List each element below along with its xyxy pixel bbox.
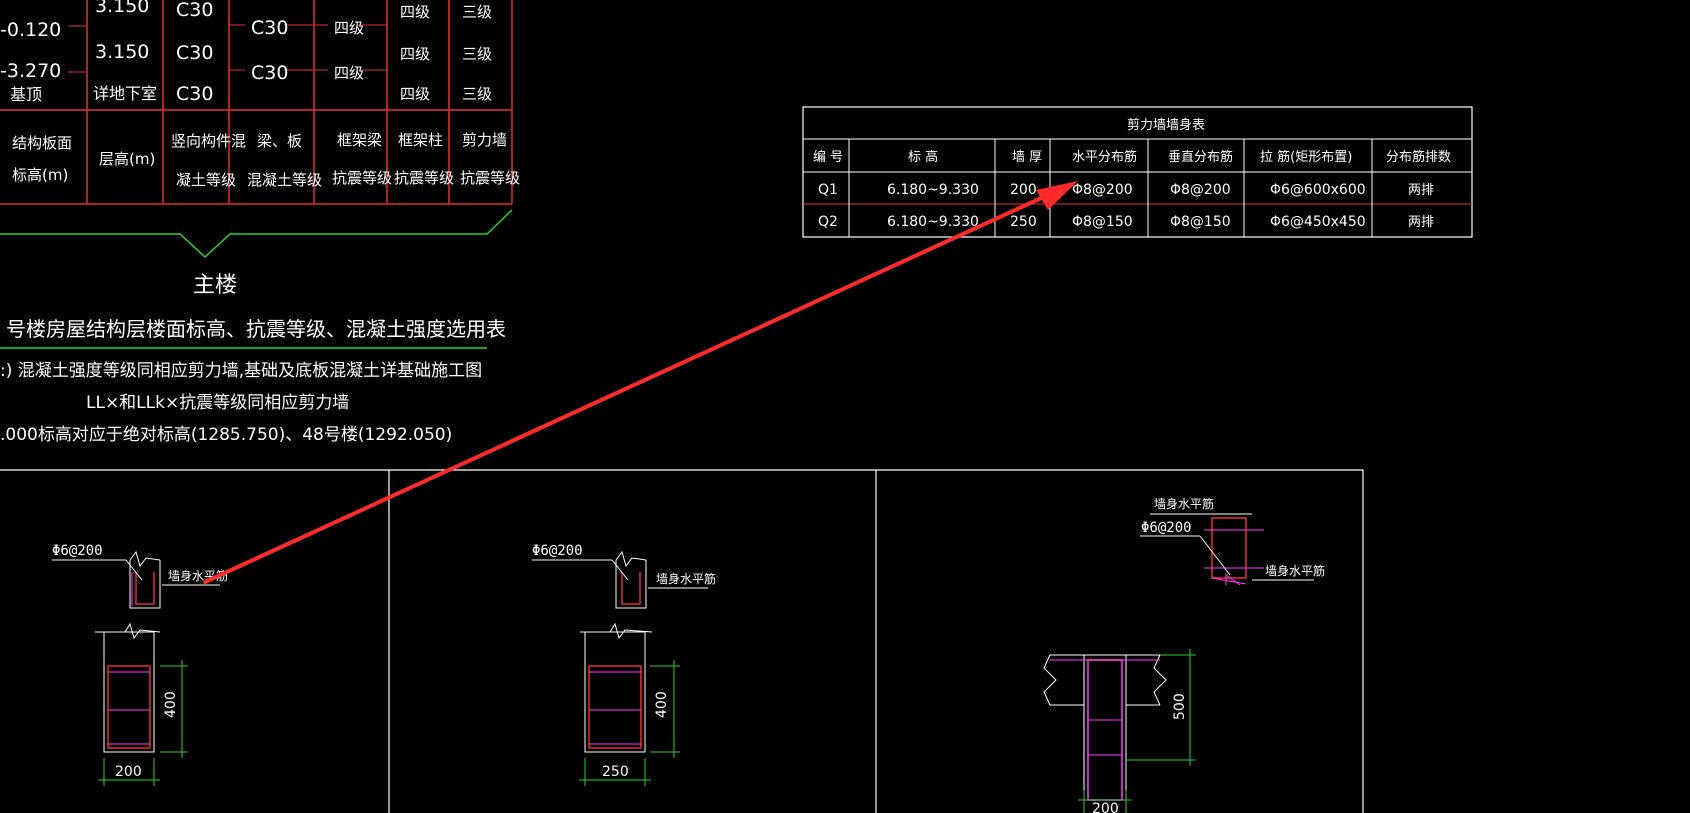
building-label: 主楼 bbox=[193, 273, 237, 298]
wall-q2-thick: 250 bbox=[1010, 214, 1037, 230]
row2-height: 3.150 bbox=[95, 41, 149, 63]
hdr-framecol-2: 抗震等级 bbox=[394, 169, 454, 187]
wall-q1-tie: Φ6@600x600 bbox=[1270, 182, 1366, 198]
hdr-elev-2: 标高(m) bbox=[12, 166, 68, 184]
detail2-label: 墙身水平筋 bbox=[656, 571, 716, 586]
detail3-rebar: Φ6@200 bbox=[1141, 520, 1192, 536]
wall-hdr-horiz: 水平分布筋 bbox=[1072, 149, 1137, 165]
row2-frame-beam: 四级 bbox=[334, 64, 364, 82]
wall-q1-id: Q1 bbox=[818, 182, 838, 198]
hdr-framebeam-1: 框架梁 bbox=[337, 131, 382, 149]
row1-frame-beam: 四级 bbox=[334, 19, 364, 37]
row1-col-grade: C30 bbox=[176, 0, 213, 21]
detail3-height: 500 bbox=[1172, 693, 1188, 720]
detail2-width: 250 bbox=[602, 764, 629, 780]
wall-hdr-thick: 墙 厚 bbox=[1012, 150, 1042, 165]
hdr-height: 层高(m) bbox=[99, 150, 155, 168]
wall-q2-layers: 两排 bbox=[1408, 215, 1434, 230]
wall-hdr-layers: 分布筋排数 bbox=[1386, 149, 1451, 165]
wall-hdr-id: 编 号 bbox=[813, 150, 843, 165]
detail1-width: 200 bbox=[115, 764, 142, 780]
wall-q1-elev: 6.180~9.330 bbox=[887, 182, 979, 198]
row2-shear-wall: 三级 bbox=[462, 45, 492, 63]
note-2: LL×和LLk×抗震等级同相应剪力墙 bbox=[86, 393, 349, 413]
row1-beam-grade: C30 bbox=[251, 17, 288, 39]
floor-table: -0.120 -3.270 基顶 3.150 3.150 详地下室 C30 C3… bbox=[0, 0, 520, 259]
hdr-colgrade-1: 竖向构件混 bbox=[171, 132, 246, 150]
row3-elev-sub: 基顶 bbox=[10, 85, 42, 104]
wall-q1-thick: 200 bbox=[1010, 182, 1037, 198]
row1-height: 3.150 bbox=[95, 0, 149, 17]
wall-q2-tie: Φ6@450x450 bbox=[1270, 214, 1366, 230]
wall-q2-elev: 6.180~9.330 bbox=[887, 214, 979, 230]
row3-frame-col: 四级 bbox=[400, 85, 430, 103]
detail2-height: 400 bbox=[654, 691, 670, 718]
row2-col-grade: C30 bbox=[176, 42, 213, 64]
detail-1: Φ6@200 墙身水平筋 400 200 bbox=[52, 543, 228, 786]
table-title: 号楼房屋结构层楼面标高、抗震等级、混凝土强度选用表 bbox=[6, 317, 506, 341]
wall-q2-id: Q2 bbox=[818, 214, 838, 230]
hdr-shearwall-2: 抗震等级 bbox=[460, 169, 520, 187]
row1-frame-col: 四级 bbox=[400, 3, 430, 21]
note-3: .000标高对应于绝对标高(1285.750)、48号楼(1292.050) bbox=[0, 425, 452, 445]
wall-hdr-tie: 拉 筋(矩形布置) bbox=[1260, 149, 1352, 165]
row3-elev: -3.270 bbox=[0, 60, 61, 82]
detail3-width: 200 bbox=[1092, 801, 1119, 813]
hdr-beam-2: 混凝土等级 bbox=[247, 171, 322, 189]
row2-frame-col: 四级 bbox=[400, 45, 430, 63]
detail-3: 墙身水平筋 Φ6@200 墙身水平筋 500 200 bbox=[1043, 496, 1325, 813]
detail2-rebar: Φ6@200 bbox=[532, 543, 583, 559]
wall-table-title: 剪力墙墙身表 bbox=[1127, 117, 1205, 133]
row3-beam-grade: C30 bbox=[251, 62, 288, 84]
detail3-label: 墙身水平筋 bbox=[1265, 563, 1325, 578]
hdr-colgrade-2: 凝土等级 bbox=[176, 171, 236, 189]
row1-shear-wall: 三级 bbox=[462, 3, 492, 21]
note-1: :) 混凝土强度等级同相应剪力墙,基础及底板混凝土详基础施工图 bbox=[0, 361, 482, 381]
hdr-beam-1: 梁、板 bbox=[257, 132, 302, 150]
wall-q2-horiz: Φ8@150 bbox=[1072, 214, 1133, 230]
hdr-shearwall-1: 剪力墙 bbox=[462, 131, 507, 149]
row3-height: 详地下室 bbox=[93, 84, 157, 103]
detail3-label-top: 墙身水平筋 bbox=[1154, 496, 1214, 511]
hdr-framebeam-2: 抗震等级 bbox=[332, 169, 392, 187]
wall-hdr-vert: 垂直分布筋 bbox=[1168, 149, 1233, 165]
wall-q1-layers: 两排 bbox=[1408, 183, 1434, 198]
wall-table: 剪力墙墙身表 编 号 标 高 墙 厚 水平分布筋 垂直分布筋 拉 筋(矩形布置)… bbox=[802, 106, 1473, 238]
detail-2: Φ6@200 墙身水平筋 400 250 bbox=[532, 543, 716, 786]
row3-shear-wall: 三级 bbox=[462, 85, 492, 103]
hdr-elev-1: 结构板面 bbox=[12, 134, 72, 152]
detail1-height: 400 bbox=[163, 691, 179, 718]
arrow-head-icon bbox=[1036, 181, 1078, 210]
detail-frame bbox=[0, 469, 1364, 813]
row2-elev: -0.120 bbox=[0, 19, 61, 41]
wall-q2-vert: Φ8@150 bbox=[1170, 214, 1231, 230]
annotation-arrow[interactable] bbox=[203, 181, 1078, 584]
hdr-framecol-1: 框架柱 bbox=[398, 131, 443, 149]
row3-col-grade: C30 bbox=[176, 83, 213, 105]
wall-q1-horiz: Φ8@200 bbox=[1072, 182, 1133, 198]
detail1-rebar: Φ6@200 bbox=[52, 543, 103, 559]
wall-q1-vert: Φ8@200 bbox=[1170, 182, 1231, 198]
wall-hdr-elev: 标 高 bbox=[908, 149, 938, 165]
